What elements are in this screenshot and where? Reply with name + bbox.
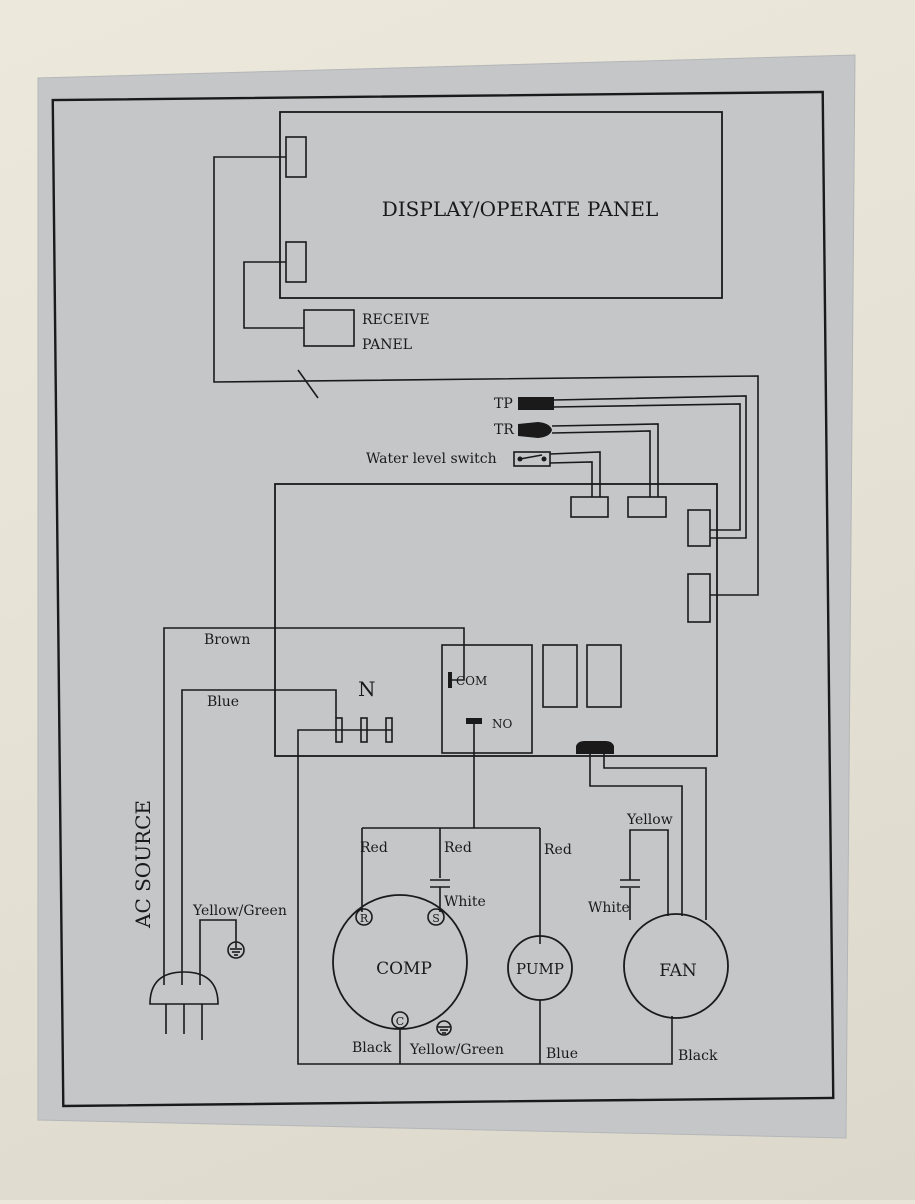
brown-wire-label: Brown [204, 632, 250, 648]
label-sticker [37, 54, 856, 1139]
compressor-relay-box [441, 644, 533, 754]
fan-label: FAN [659, 961, 697, 981]
comp-white-label: White [444, 894, 486, 910]
fan-body [623, 913, 729, 1019]
blue-wire [181, 689, 337, 985]
no-label: NO [492, 717, 513, 731]
terminal-s [427, 908, 445, 926]
blue-wire-label: Blue [207, 694, 239, 710]
ground-wire-label: Yellow/Green [192, 903, 287, 919]
comp-yellow-green-label: Yellow/Green [409, 1042, 504, 1058]
ac-source-label: AC SOURCE [131, 800, 155, 929]
tp-probe [518, 397, 554, 410]
cap-red-label: Red [444, 840, 472, 856]
water-level-switch-body [513, 451, 551, 467]
terminal-s-label: S [432, 912, 440, 925]
fan-connector [576, 741, 614, 754]
pump-blue-label: Blue [546, 1046, 578, 1062]
tr-wire-1 [551, 423, 659, 497]
power-plug [149, 971, 219, 1040]
board-connector-tp [687, 509, 711, 547]
diagram-border [51, 90, 835, 1108]
board-connector-water [570, 496, 609, 518]
wire-break-mark [297, 369, 319, 399]
display-operate-panel: DISPLAY/OPERATE PANEL [279, 111, 723, 299]
neutral-return-wire [297, 729, 673, 1065]
compressor-label: COMP [376, 959, 432, 979]
control-board-outline [274, 483, 718, 757]
tp-wire-1 [553, 395, 747, 539]
comp-black-label: Black [352, 1040, 392, 1056]
pump-label: PUMP [516, 960, 564, 978]
no-terminal [466, 718, 482, 724]
board-connector-display [687, 573, 711, 623]
tp-label: TP [494, 396, 513, 412]
board-connector-tr [627, 496, 667, 518]
water-level-switch-contact-b [541, 456, 547, 462]
compressor: COMP R S C [332, 894, 468, 1030]
fan-yellow-wire [589, 754, 683, 916]
terminal-r [355, 908, 373, 926]
fan-motor: FAN [623, 913, 729, 1019]
pump-red-label: Red [544, 842, 572, 858]
com-terminal [448, 672, 452, 688]
water-switch-wire-1 [549, 451, 601, 497]
tr-wire-2 [551, 430, 651, 497]
water-level-switch-blade [519, 454, 543, 460]
neutral-label: N [358, 677, 376, 701]
tr-probe [518, 422, 552, 438]
display-to-board-wire [213, 156, 759, 596]
terminal-r-label: R [360, 912, 369, 925]
water-switch-wire-2 [549, 461, 593, 497]
ground-wire [199, 919, 237, 985]
fan-white-wire-upper [629, 829, 669, 916]
comp-red-label: Red [360, 840, 388, 856]
water-level-switch-label: Water level switch [366, 451, 497, 467]
display-panel-label: DISPLAY/OPERATE PANEL [382, 197, 659, 221]
neutral-terminal-2 [360, 717, 368, 743]
fan-yellow-label: Yellow [626, 812, 673, 828]
tr-label: TR [494, 422, 514, 438]
water-level-switch: Water level switch [366, 451, 551, 467]
terminal-c-label: C [396, 1015, 404, 1028]
receive-panel-label-line2: PANEL [362, 337, 412, 353]
fan-white-label: White [588, 900, 630, 916]
board-relay-1 [542, 644, 578, 708]
ground-symbol-source [227, 941, 245, 959]
display-panel-box [279, 111, 723, 299]
com-label: COM [456, 674, 487, 688]
brown-wire [163, 627, 465, 985]
tr-sensor: TR [494, 422, 552, 438]
receive-panel-label-line1: RECEIVE [362, 312, 430, 328]
neutral-terminal-3 [385, 717, 393, 743]
fan-supply-wire [603, 754, 707, 920]
board-relay-2 [586, 644, 622, 708]
tp-wire-2 [553, 403, 741, 531]
receive-to-display-wire [243, 261, 304, 329]
ground-symbol-compressor [436, 1020, 452, 1036]
tp-sensor: TP [494, 396, 554, 412]
fan-black-label: Black [678, 1048, 718, 1064]
control-board: COM NO N [274, 483, 718, 757]
